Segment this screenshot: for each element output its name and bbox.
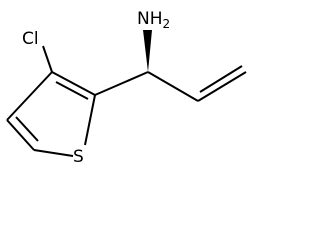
amine-label: NH2 <box>137 9 170 31</box>
bond-c3-cl <box>42 45 53 73</box>
bond-c2-cstar <box>94 71 149 96</box>
bond-c3-c2-inner <box>55 81 89 100</box>
bond-c4-c3 <box>6 71 53 121</box>
wedge-bond-amine <box>143 30 152 72</box>
bond-c2-s <box>84 94 96 146</box>
bond-c5-c4 <box>6 119 35 151</box>
bond-c5-c4-inner <box>15 116 39 142</box>
bond-cstar-vinyl <box>147 71 199 102</box>
bond-s-c5 <box>33 149 74 157</box>
bond-vinyl-double-outer <box>197 71 247 102</box>
bond-c3-c2 <box>51 71 96 96</box>
chlorine-label: Cl <box>22 29 39 49</box>
sulfur-label: S <box>73 147 84 167</box>
bond-vinyl-double-inner <box>199 65 243 93</box>
molecule-canvas: NH2 Cl S <box>6 9 247 167</box>
structure-drawing: NH2 Cl S <box>6 9 247 167</box>
